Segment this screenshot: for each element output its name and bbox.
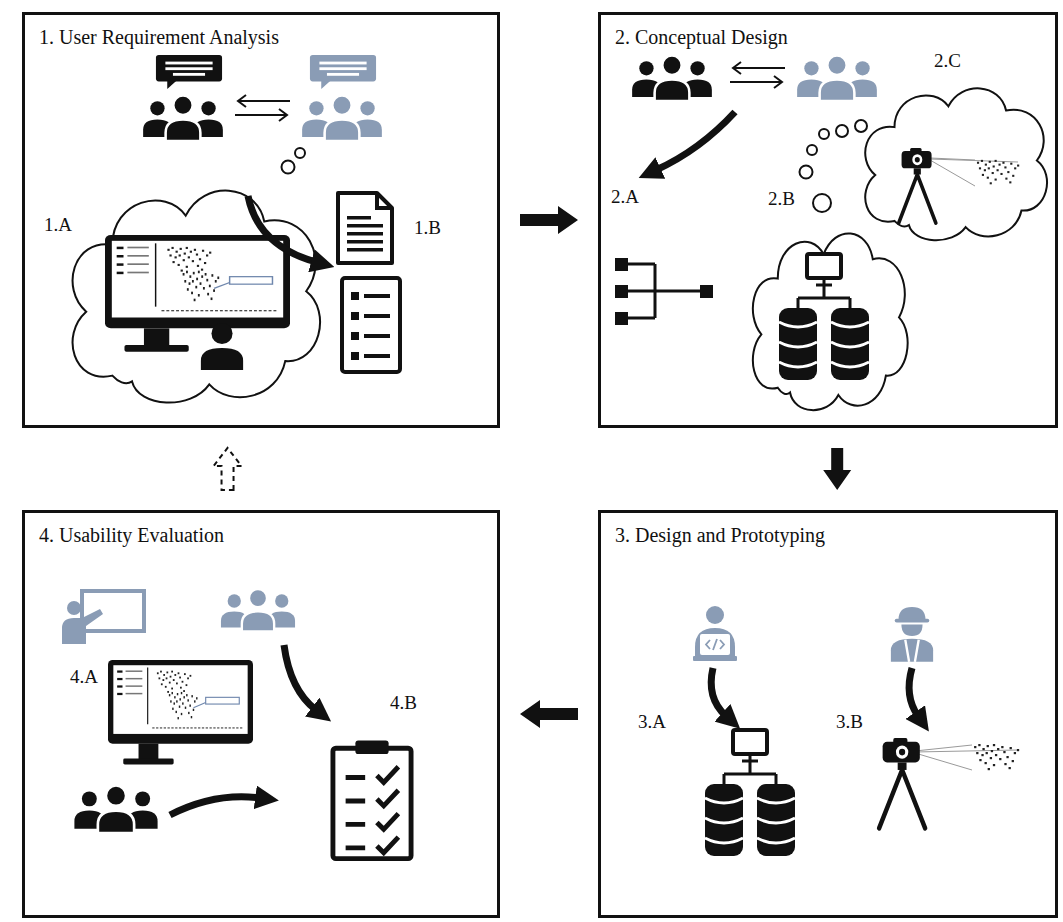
thought-cloud xyxy=(753,233,908,410)
thought-cloud xyxy=(73,191,320,403)
curved-arrow xyxy=(711,668,726,716)
computer-database xyxy=(705,730,795,856)
checklist-icon xyxy=(333,740,411,858)
callout-number: 3.A xyxy=(638,711,666,734)
scan-rays xyxy=(930,158,1018,186)
document-icon xyxy=(338,193,392,263)
phase-heading: 1. User Requirement Analysis xyxy=(39,25,279,49)
curved-arrow xyxy=(909,668,918,716)
point-cloud xyxy=(977,160,1019,184)
user-group xyxy=(632,56,712,101)
flow-arrow xyxy=(214,448,242,490)
list-icon xyxy=(342,278,400,372)
speech-bubble xyxy=(156,55,222,89)
surveyor-icon xyxy=(891,607,933,662)
callout-number: 1.A xyxy=(44,214,72,237)
thought-bubbles xyxy=(800,120,868,212)
phase-heading: 4. Usability Evaluation xyxy=(39,523,224,547)
phase-box: 2. Conceptual Design xyxy=(598,12,1058,428)
callout-number: 4.A xyxy=(70,666,98,689)
thought-bubbles xyxy=(282,148,306,174)
user-group xyxy=(143,96,223,141)
computer-database xyxy=(779,254,869,380)
phase-heading: 3. Design and Prototyping xyxy=(615,523,825,547)
callout-number: 4.B xyxy=(390,692,417,715)
monitor-scatter xyxy=(108,660,253,765)
thought-cloud xyxy=(865,88,1047,240)
flow-arrow xyxy=(520,206,578,234)
hierarchy-icon xyxy=(615,258,713,325)
laser-scanner xyxy=(879,738,925,828)
point-cloud xyxy=(974,744,1019,770)
user-icon xyxy=(201,323,243,370)
presenter-icon xyxy=(62,591,144,644)
callout-number: 2.C xyxy=(934,50,961,73)
scan-rays xyxy=(915,745,1018,770)
callout-number: 2.A xyxy=(611,186,639,209)
expert-group xyxy=(302,96,382,141)
phase-heading: 2. Conceptual Design xyxy=(615,25,788,49)
phase-box: 3. Design and Prototyping xyxy=(598,510,1058,918)
phase-box: 4. Usability Evaluation xyxy=(22,510,500,918)
expert-group xyxy=(797,56,877,101)
flow-arrow xyxy=(520,700,578,728)
callout-number: 2.B xyxy=(768,188,795,211)
speech-bubble xyxy=(310,55,376,89)
expert-group xyxy=(221,589,295,631)
callout-number: 1.B xyxy=(414,217,441,240)
curved-arrow xyxy=(248,196,316,262)
exchange-arrows xyxy=(235,95,290,121)
curved-arrow xyxy=(656,112,735,170)
user-group xyxy=(74,786,157,833)
exchange-arrows xyxy=(730,62,785,88)
callout-number: 3.B xyxy=(836,711,863,734)
curved-arrow xyxy=(284,645,316,710)
monitor-scatter xyxy=(105,235,290,352)
developer-icon xyxy=(693,606,737,661)
laser-scanner xyxy=(899,148,936,223)
flow-arrow xyxy=(823,448,851,490)
curved-arrow xyxy=(170,797,260,815)
